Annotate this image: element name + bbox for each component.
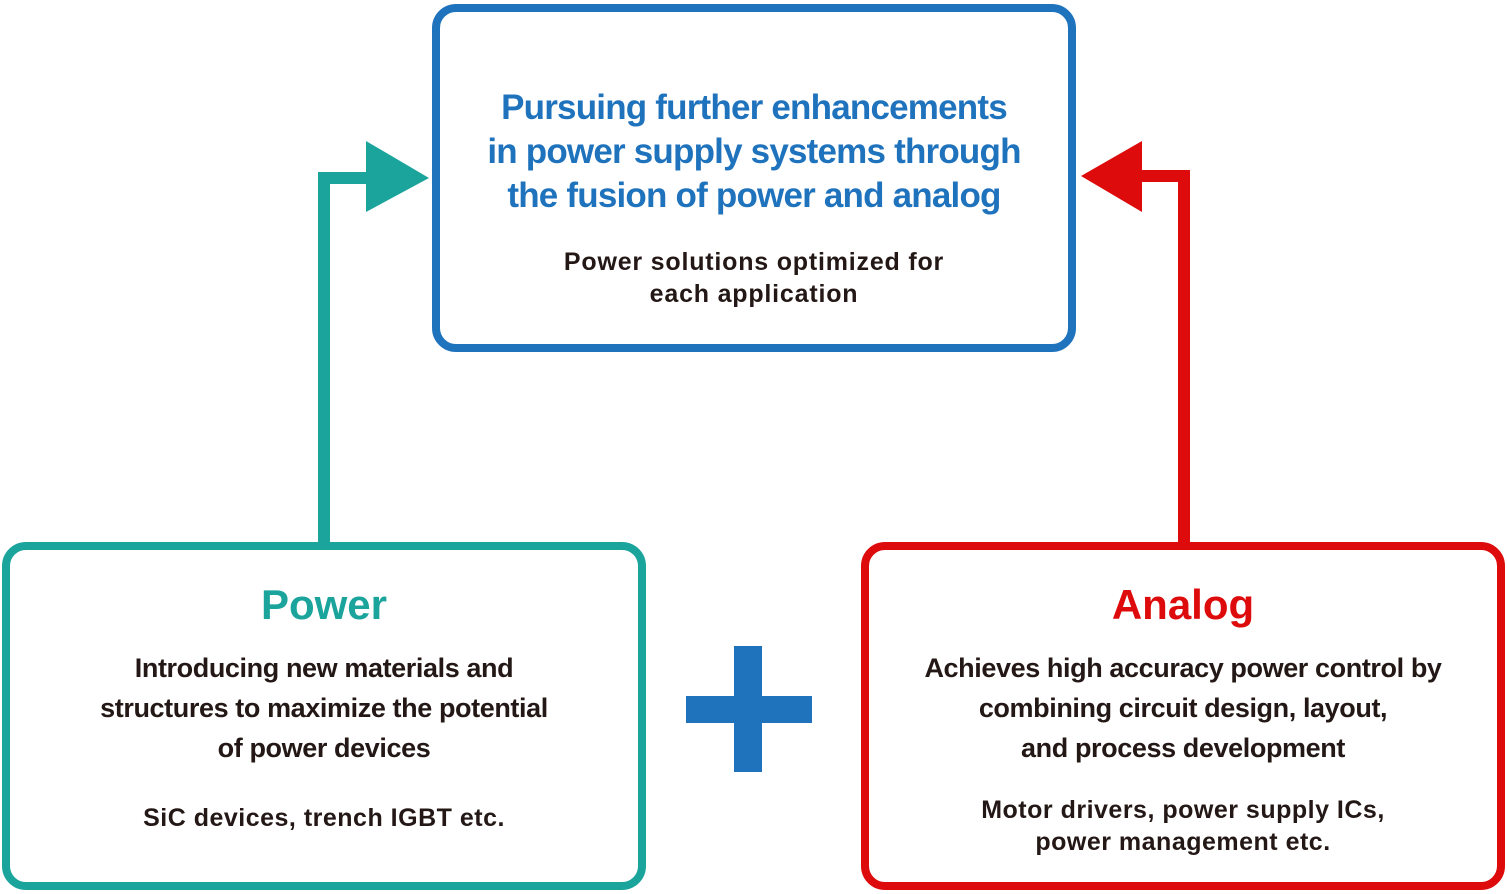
analog-description: Achieves high accuracy power control by …: [924, 653, 1442, 763]
power-box: Power Introducing new materials and stru…: [2, 542, 646, 890]
power-description: Introducing new materials and structures…: [100, 653, 548, 763]
plus-icon: [686, 646, 812, 772]
analog-title: Analog: [1111, 581, 1255, 628]
outcome-box: Pursuing further enhancements in power s…: [432, 4, 1076, 352]
power-title: Power: [260, 581, 388, 628]
power-examples: SiC devices, trench IGBT etc.: [143, 804, 505, 832]
power-to-outcome-arrow: [318, 141, 429, 542]
outcome-subheading: Power solutions optimized for each appli…: [563, 248, 945, 308]
outcome-heading: Pursuing further enhancements in power s…: [487, 88, 1021, 215]
analog-box: Analog Achieves high accuracy power cont…: [861, 542, 1505, 890]
analog-examples: Motor drivers, power supply ICs, power m…: [981, 796, 1385, 856]
analog-to-outcome-arrow: [1081, 141, 1190, 542]
